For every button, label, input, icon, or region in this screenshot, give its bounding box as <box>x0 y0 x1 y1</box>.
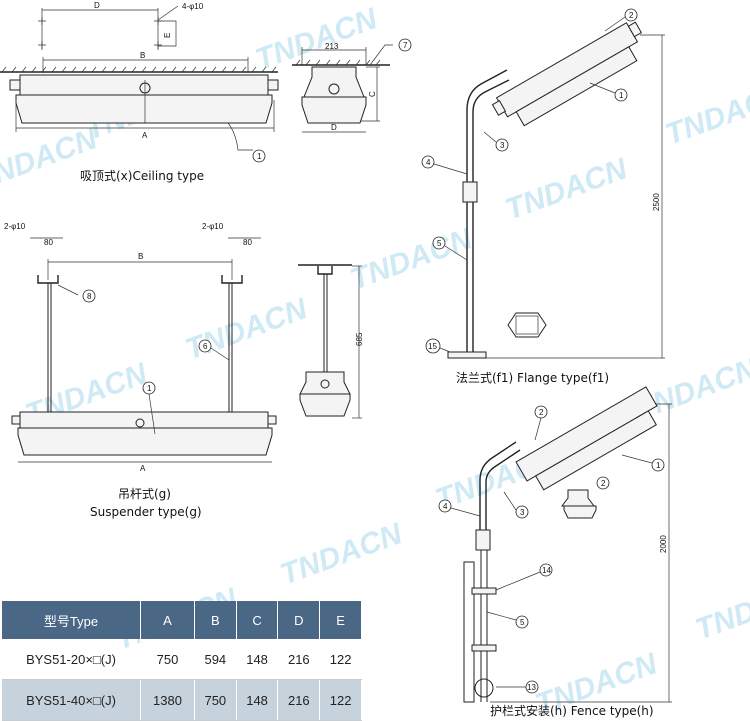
cell-a: 1380 <box>140 679 195 721</box>
dim-80-right: 80 <box>243 238 252 247</box>
dim-80-left: 80 <box>44 238 53 247</box>
dim-e-label: E <box>163 33 172 38</box>
watermark: TNDACN <box>661 77 750 152</box>
header-c: C <box>236 601 279 639</box>
flange-type-drawing: 2 1 3 4 5 15 2500 法兰式(f1) Flange type(f1… <box>421 8 665 385</box>
dim-2000-label: 2000 <box>659 535 668 553</box>
cell-e: 122 <box>319 639 362 680</box>
cell-c: 148 <box>236 639 279 680</box>
suspender-caption-en: Suspender type(g) <box>90 505 202 519</box>
cell-c: 148 <box>236 679 279 721</box>
callout-13: 13 <box>527 683 536 692</box>
header-e: E <box>319 601 362 639</box>
callout-4: 4 <box>426 158 431 167</box>
callout-4: 4 <box>443 502 448 511</box>
cell-d: 216 <box>277 679 321 721</box>
cell-a: 750 <box>140 639 195 680</box>
callout-1: 1 <box>619 91 624 100</box>
dim-b-label: B <box>140 51 145 60</box>
callout-3: 3 <box>500 141 505 150</box>
callout-2: 2 <box>629 11 634 20</box>
fence-caption: 护栏式安装(h) Fence type(h) <box>490 703 654 718</box>
flange-caption: 法兰式(f1) Flange type(f1) <box>456 371 609 385</box>
callout-1: 1 <box>656 461 661 470</box>
callout-2b: 2 <box>601 479 606 488</box>
header-a: A <box>140 601 195 639</box>
cell-type: BYS51-40×□(J) <box>2 679 141 721</box>
dim-2500-label: 2500 <box>652 193 661 211</box>
dim-d-label: D <box>94 1 100 10</box>
callout-5: 5 <box>520 618 525 627</box>
watermark: TNDACN <box>276 517 408 592</box>
dim-213-label: 213 <box>325 42 339 51</box>
callout-8: 8 <box>87 292 92 301</box>
table-row: BYS51-40×□(J) 1380 750 148 216 122 <box>2 679 362 721</box>
callout-15: 15 <box>428 342 437 351</box>
watermark: TNDACN <box>0 122 103 197</box>
cell-b: 750 <box>194 679 237 721</box>
dim-685-label: 685 <box>355 332 364 346</box>
callout-6: 6 <box>203 342 208 351</box>
callout-7: 7 <box>403 41 408 50</box>
header-d: D <box>277 601 321 639</box>
holes-right-label: 2-φ10 <box>202 222 224 231</box>
holes-left-label: 2-φ10 <box>4 222 26 231</box>
watermark: TNDACN <box>346 222 478 297</box>
dimension-table: 型号Type A B C D E BYS51-20×□(J) 750 594 1… <box>2 601 362 721</box>
cell-d: 216 <box>277 639 321 680</box>
callout-1: 1 <box>147 384 152 393</box>
callout-5: 5 <box>437 239 442 248</box>
watermark: TNDACN <box>181 292 313 367</box>
callout-1: 1 <box>257 152 262 161</box>
callout-3: 3 <box>520 508 525 517</box>
suspender-caption-cn: 吊杆式(g) <box>118 487 171 501</box>
header-b: B <box>194 601 237 639</box>
dim-c-label: C <box>368 91 377 97</box>
table-header-row: 型号Type A B C D E <box>2 601 362 639</box>
suspender-type-drawing: 2-φ10 80 2-φ10 80 B 8 6 1 A 吊杆式(g) Suspe… <box>4 222 364 519</box>
dim-d-side-label: D <box>331 123 337 132</box>
ceiling-caption: 吸顶式(x)Ceiling type <box>80 169 204 183</box>
table-row: BYS51-20×□(J) 750 594 148 216 122 <box>2 639 362 680</box>
holes-label: 4-φ10 <box>182 2 204 11</box>
callout-2: 2 <box>539 408 544 417</box>
dim-a-label: A <box>142 131 148 140</box>
ceiling-type-drawing: D 4-φ10 E B A 1 吸顶式(x)Ceiling type 213 7… <box>0 1 412 183</box>
dim-a-label: A <box>140 464 146 473</box>
watermark: TNDACN <box>691 572 750 647</box>
cell-type: BYS51-20×□(J) <box>2 639 141 680</box>
fence-type-drawing: 2 1 2 3 4 14 5 13 2000 护栏式安装(h) Fence ty… <box>438 386 672 718</box>
dim-b-label: B <box>138 252 143 261</box>
callout-14: 14 <box>542 566 551 575</box>
cell-e: 122 <box>319 679 362 721</box>
cell-b: 594 <box>194 639 237 680</box>
header-type: 型号Type <box>2 601 141 639</box>
watermark: TNDACN <box>501 152 633 227</box>
